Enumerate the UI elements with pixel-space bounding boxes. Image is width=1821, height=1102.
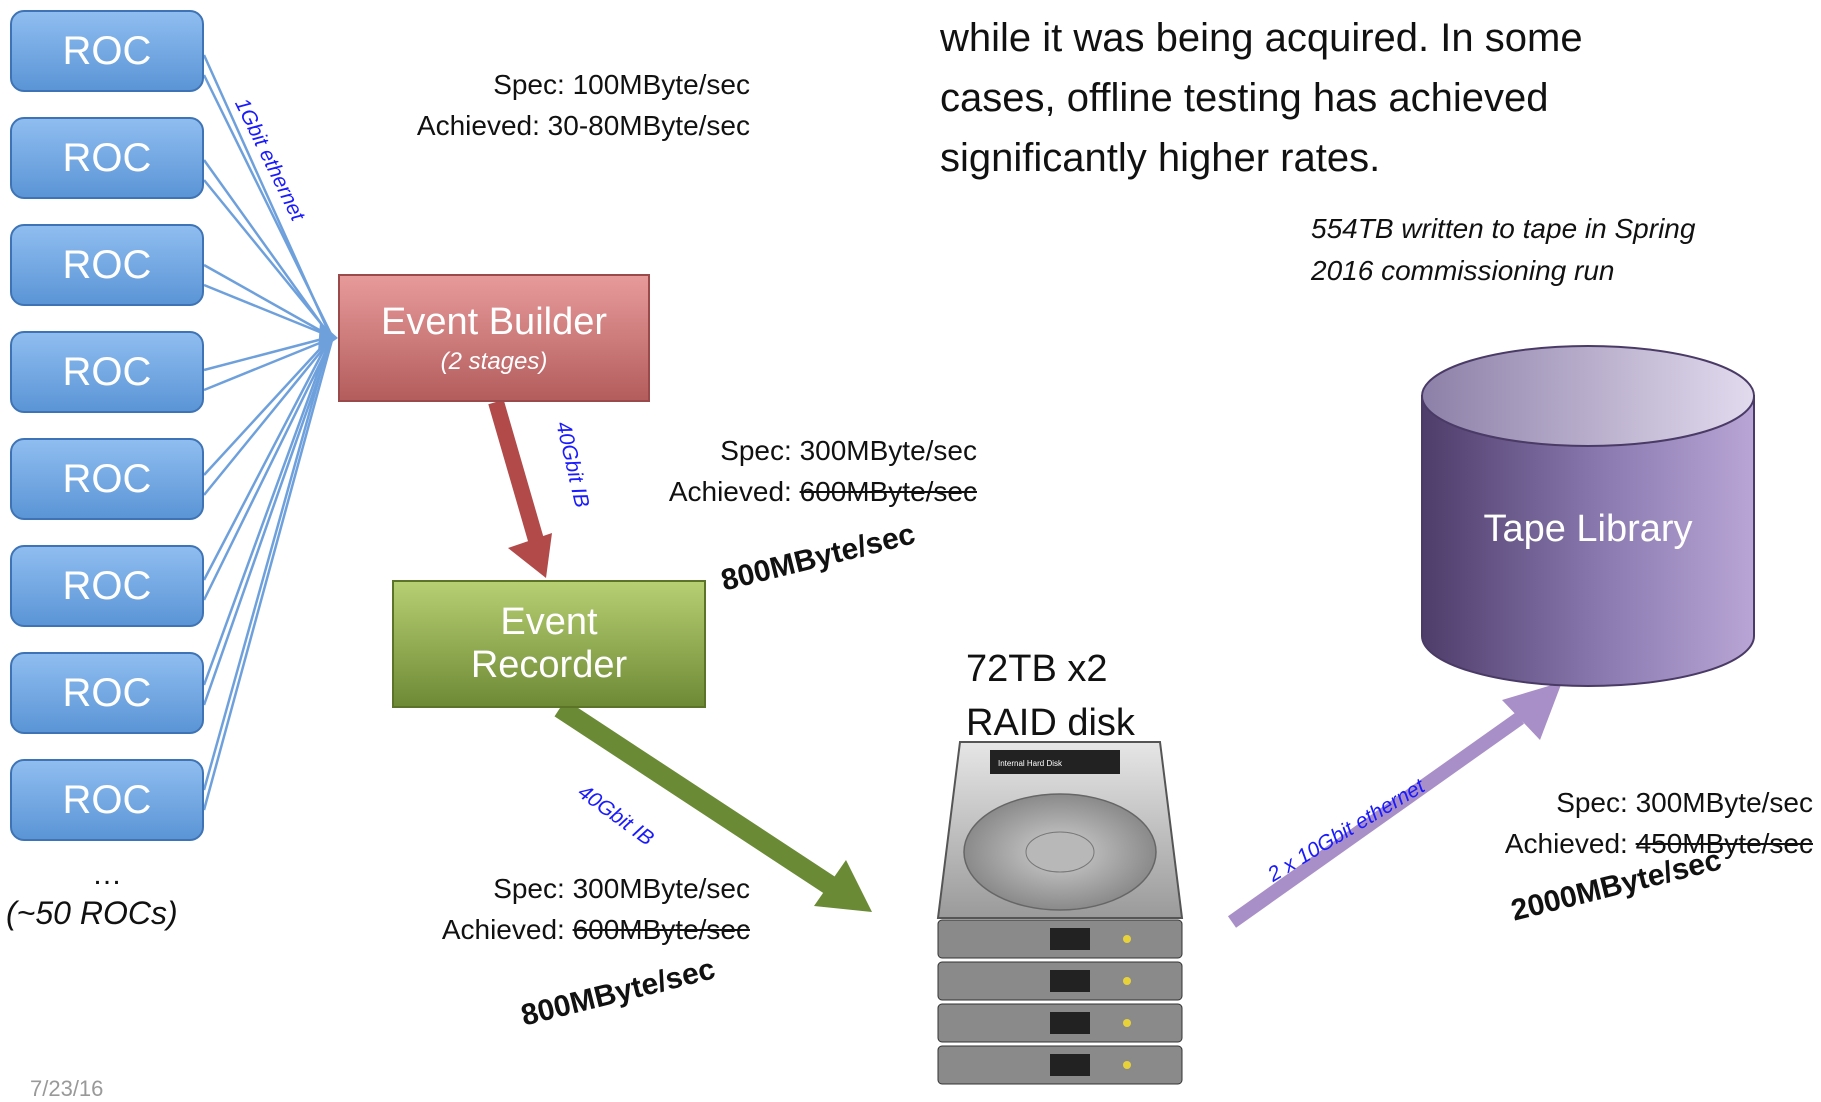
disk-to-tape-arrow: [1227, 712, 1525, 928]
intro-paragraph: while it was being acquired. In some cas…: [940, 8, 1583, 188]
roc-box: ROC: [10, 331, 204, 413]
spec-text: Spec: 300MByte/sec: [720, 435, 977, 466]
intro-line: while it was being acquired. In some: [940, 16, 1583, 60]
footer-date: 7/23/16: [30, 1076, 104, 1101]
roc-label: ROC: [62, 349, 152, 394]
rate-roc-builder: Spec: 100MByte/sec Achieved: 30-80MByte/…: [417, 64, 750, 146]
builder-to-recorder-arrow: [488, 399, 544, 543]
roc-ellipsis: …: [92, 858, 122, 891]
intro-line: significantly higher rates.: [940, 136, 1381, 180]
rate-disk-tape: Spec: 300MByte/sec Achieved: 450MByte/se…: [1505, 782, 1813, 864]
tape-note-line: 2016 commissioning run: [1311, 255, 1615, 286]
builder-to-recorder-arrowhead: [508, 533, 552, 578]
tape-note: 554TB written to tape in Spring 2016 com…: [1311, 208, 1695, 292]
rate-builder-recorder: Spec: 300MByte/sec Achieved: 600MByte/se…: [669, 430, 977, 512]
disk-to-tape-arrowhead: [1502, 682, 1562, 740]
roc-box: ROC: [10, 545, 204, 627]
achieved-label: Achieved:: [416, 110, 548, 141]
disk-label-line: 72TB x2: [966, 648, 1108, 690]
tape-library-cylinder: [1421, 345, 1755, 687]
event-recorder-box: Event Recorder: [392, 580, 706, 708]
roc-label: ROC: [62, 242, 152, 287]
roc-box: ROC: [10, 652, 204, 734]
spec-text: Spec: 300MByte/sec: [1556, 787, 1813, 818]
recorder-to-disk-arrowhead: [814, 860, 872, 912]
achieved-label: Achieved:: [1504, 828, 1636, 859]
raid-disk-icon: Internal Hard Disk: [936, 741, 1184, 1085]
builder-input-arrowhead: [318, 322, 338, 352]
roc-label: ROC: [62, 28, 152, 73]
roc-box: ROC: [10, 10, 204, 92]
roc-label: ROC: [62, 456, 152, 501]
tape-note-line: 554TB written to tape in Spring: [1311, 213, 1696, 244]
rate-recorder-disk: Spec: 300MByte/sec Achieved: 600MByte/se…: [442, 868, 750, 950]
event-recorder-line1: Event: [500, 601, 598, 643]
recorder-to-disk-arrow: [554, 699, 846, 901]
intro-line: cases, offline testing has achieved: [940, 76, 1549, 120]
achieved-struck: 450MByte/sec: [1635, 828, 1813, 859]
roc-box: ROC: [10, 224, 204, 306]
disk-label: 72TB x2 RAID disk: [966, 642, 1135, 750]
disk-sticker-bg: [990, 750, 1120, 774]
roc-box: ROC: [10, 438, 204, 520]
roc-label: ROC: [62, 563, 152, 608]
disk-stack: [937, 919, 1183, 1085]
achieved-label: Achieved:: [668, 476, 800, 507]
spec-text: Spec: 100MByte/sec: [493, 69, 750, 100]
roc-to-builder-lines: [202, 54, 334, 811]
disk-label-line: RAID disk: [966, 702, 1135, 744]
event-builder-subtitle: (2 stages): [440, 347, 548, 375]
tape-library-label: Tape Library: [1483, 508, 1693, 550]
roc-box: ROC: [10, 759, 204, 841]
event-builder-box: Event Builder (2 stages): [338, 274, 650, 402]
roc-box: ROC: [10, 117, 204, 199]
roc-label: ROC: [62, 777, 152, 822]
disk-sticker-text: Internal Hard Disk: [998, 759, 1063, 768]
achieved-struck: 600MByte/sec: [799, 476, 977, 507]
roc-count-note: (~50 ROCs): [6, 895, 178, 931]
achieved-value: 30-80MByte/sec: [547, 110, 750, 141]
roc-label: ROC: [62, 670, 152, 715]
event-builder-title: Event Builder: [380, 300, 607, 343]
achieved-struck: 600MByte/sec: [572, 914, 750, 945]
event-recorder-line2: Recorder: [470, 644, 628, 686]
roc-label: ROC: [62, 135, 152, 180]
spec-text: Spec: 300MByte/sec: [493, 873, 750, 904]
achieved-label: Achieved:: [441, 914, 573, 945]
